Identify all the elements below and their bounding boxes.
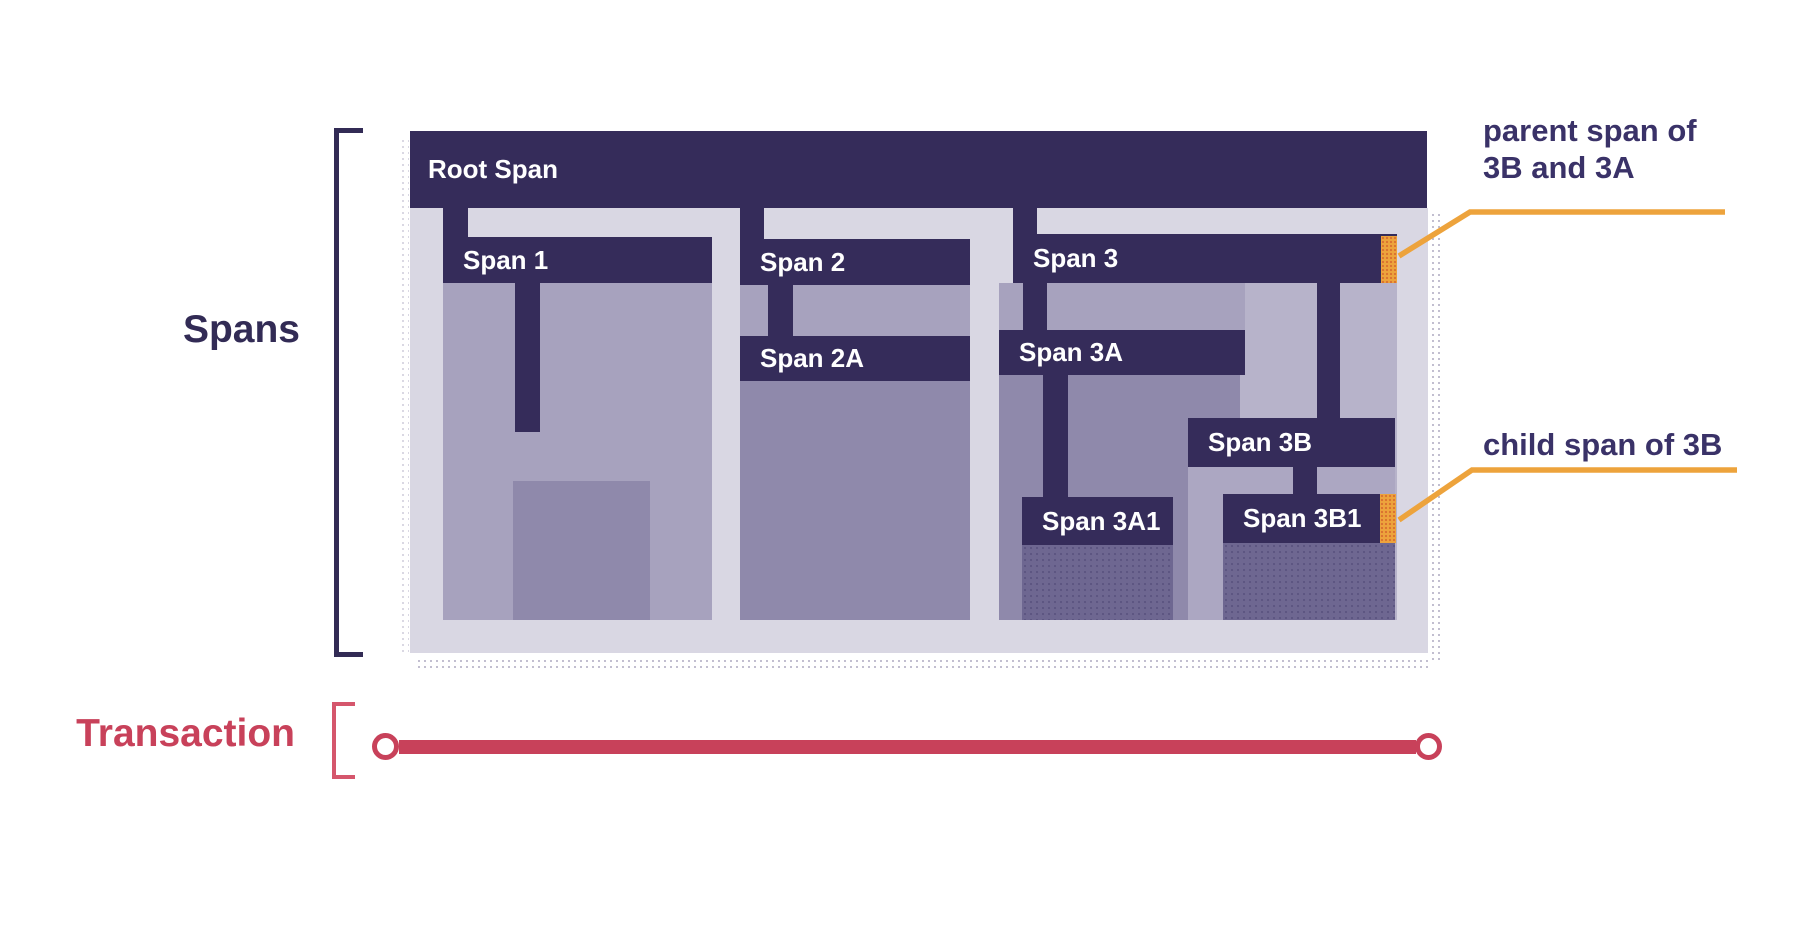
orange-marker-span3 [1381, 236, 1397, 283]
connector-span1-span1a [515, 283, 540, 432]
span1a-body [513, 481, 650, 620]
connector-root-span3 [1013, 208, 1037, 236]
container-shadow-left [400, 138, 409, 653]
connector-span3b-span3b1 [1293, 467, 1317, 496]
span3a-bar: Span 3A [999, 330, 1245, 375]
transaction-line [399, 740, 1416, 754]
transaction-bracket [332, 702, 355, 779]
transaction-start-circle [372, 733, 399, 760]
span3a1-body [1022, 545, 1173, 620]
connector-span2-span2a [768, 285, 793, 338]
span3b-bar-label: Span 3B [1208, 427, 1313, 457]
span2-bar: Span 2 [740, 239, 970, 285]
span3b1-bar-label: Span 3B1 [1243, 503, 1362, 533]
spans-bracket [334, 128, 363, 657]
connector-span3a-span3a1 [1043, 375, 1068, 499]
span2a-bar-label: Span 2A [760, 343, 865, 373]
span3a1-bar: Span 3A1 [1022, 497, 1173, 545]
span2-bar-label: Span 2 [760, 247, 846, 277]
callout-line-parent [1397, 209, 1725, 259]
span3b1-body [1223, 543, 1395, 620]
span2a-body [740, 381, 970, 620]
span3a-bar-label: Span 3A [1019, 337, 1124, 367]
span1-bar-label: Span 1 [463, 245, 549, 275]
spans-label: Spans [182, 308, 300, 351]
annotation-child-span: child span of 3B [1483, 426, 1722, 463]
span3b1-bar: Span 3B1 [1223, 494, 1396, 543]
transaction-label: Transaction [76, 712, 295, 755]
span3-bar: Span 3 [1013, 234, 1397, 283]
connector-span3-span3a [1023, 283, 1047, 332]
annotation-child-line1: child span of 3B [1483, 427, 1723, 462]
container-shadow-bottom [416, 658, 1432, 669]
annotation-parent-line2: 3B and 3A [1483, 150, 1635, 185]
span3b-bar: Span 3B [1188, 418, 1395, 467]
container-shadow-right [1430, 212, 1442, 662]
annotation-parent-line1: parent span of [1483, 113, 1697, 148]
connector-root-span2 [740, 208, 764, 241]
span3-bar-label: Span 3 [1033, 243, 1119, 273]
root-span-bar: Root Span [410, 131, 1427, 208]
orange-marker-span3b1 [1380, 494, 1396, 543]
annotation-parent-span: parent span of 3B and 3A [1483, 112, 1697, 186]
root-span-label: Root Span [428, 154, 558, 184]
span2a-bar: Span 2A [740, 336, 970, 381]
span1-bar: Span 1 [443, 237, 712, 283]
span3a1-bar-label: Span 3A1 [1042, 506, 1161, 536]
connector-root-span1 [443, 208, 468, 239]
callout-line-child [1397, 467, 1737, 523]
connector-span3-span3b [1317, 283, 1340, 420]
transaction-end-circle [1415, 733, 1442, 760]
